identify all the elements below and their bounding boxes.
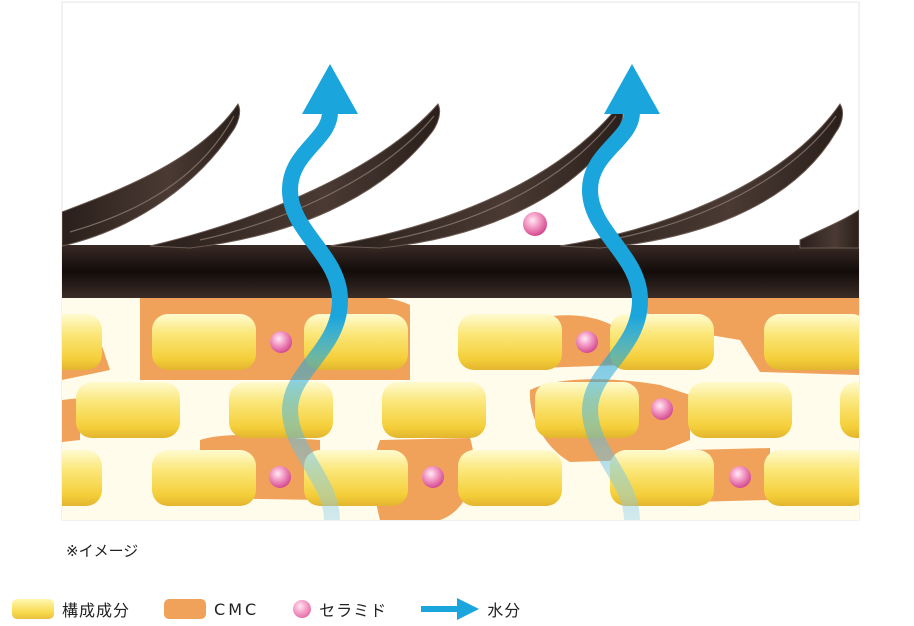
ceramide-sphere [729,466,751,488]
legend-item-components: 構成成分 [12,597,130,621]
legend-label: CMC [214,599,260,619]
orange-block-icon [164,599,207,619]
pink-sphere-icon [293,600,312,618]
block [152,314,256,370]
ceramide-spheres [269,331,751,488]
block [458,450,562,506]
block [610,450,714,506]
block [152,450,256,506]
block [764,314,859,370]
cuticle-band [62,245,859,298]
legend-item-ceramide: セラミド [293,597,387,621]
block [382,382,486,438]
ceramide-sphere [422,466,444,488]
block [229,382,333,438]
block [76,382,180,438]
block [458,314,562,370]
legend: 構成成分 CMC セラミド 水分 [12,596,555,622]
legend-label: 構成成分 [62,601,131,620]
ceramide-sphere [576,331,598,353]
ceramide-sphere [270,331,292,353]
ceramide-sphere-surface [523,212,547,236]
legend-item-water: 水分 [421,597,521,621]
block [688,382,792,438]
cuticle-highlights [69,115,837,241]
water-arrow-right [581,64,660,520]
ceramide-sphere [651,398,673,420]
blue-arrow-icon [421,598,480,620]
ceramide-sphere [269,466,291,488]
legend-label: セラミド [319,601,388,620]
block [840,382,859,438]
yellow-block-icon [12,599,54,619]
block [764,450,859,506]
image-note: ※イメージ [66,542,139,560]
legend-label: 水分 [487,601,522,620]
block [62,450,102,506]
hair-structure-diagram [61,1,860,521]
legend-item-cmc: CMC [164,599,259,619]
water-arrow-left [281,64,358,520]
block [62,314,102,370]
